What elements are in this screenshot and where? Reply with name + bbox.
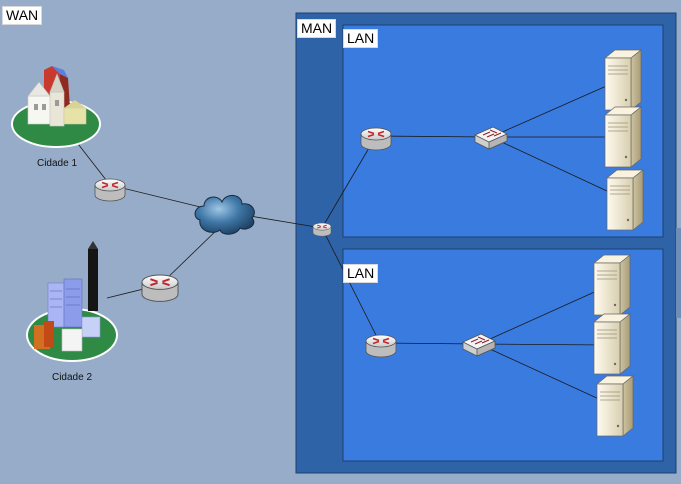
router-icon [94, 178, 126, 202]
link-man-lan1 [321, 135, 377, 229]
link-lan1-router-switch [375, 135, 492, 138]
link-lan1-server-1 [490, 79, 621, 138]
cloud-icon [194, 195, 255, 235]
server-icon [593, 313, 631, 375]
wan-label: WAN [2, 6, 43, 25]
lan-label-1: LAN [343, 29, 379, 48]
router-icon [365, 334, 397, 358]
link-lan2-router-switch [379, 342, 480, 345]
link-lan2-server-1 [478, 284, 611, 345]
city-2-label: Cidade 2 [52, 372, 92, 383]
city-icon [26, 241, 118, 362]
window-edge-scrollbar [676, 228, 681, 318]
city-1-label: Cidade 1 [37, 158, 77, 169]
router-icon [312, 222, 332, 237]
man-label: MAN [297, 19, 337, 38]
link-lan2-server-3 [478, 343, 613, 406]
server-icon [593, 254, 631, 316]
server-icon [604, 106, 642, 168]
server-icon [604, 49, 642, 111]
link-router2-cloud [159, 224, 223, 286]
link-man-lan2 [321, 227, 381, 344]
link-cloud-man-router [249, 215, 323, 229]
link-lan1-server-3 [490, 136, 623, 199]
router-icon [360, 127, 392, 151]
server-icon [596, 375, 634, 437]
link-lan2-server-2 [478, 343, 611, 346]
server-icon [606, 169, 644, 231]
network-links [74, 79, 623, 406]
link-city1-router [74, 139, 111, 186]
router-icon [141, 274, 179, 303]
lan-label-2: LAN [343, 264, 379, 283]
city-icon [11, 66, 101, 148]
